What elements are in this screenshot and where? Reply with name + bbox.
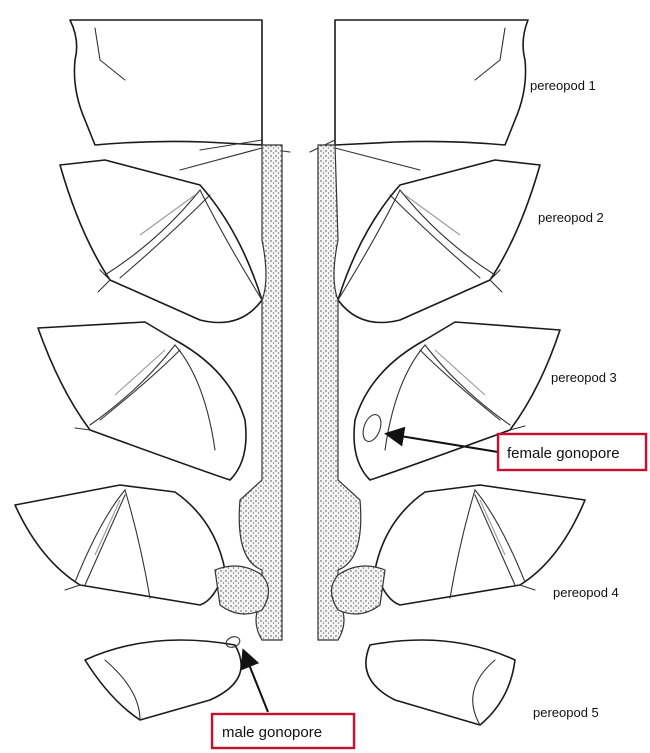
female-gonopore-arrow xyxy=(388,434,498,452)
male-gonopore-arrow xyxy=(244,652,268,712)
right-side-appendages xyxy=(310,20,585,725)
left-coxa-5 xyxy=(85,640,241,720)
label-pereopod-1: pereopod 1 xyxy=(530,78,596,93)
right-penial-lobe xyxy=(332,566,386,614)
left-penial-lobe xyxy=(215,566,269,614)
left-coxa-4 xyxy=(15,485,225,605)
label-pereopod-5: pereopod 5 xyxy=(533,705,599,720)
label-pereopod-2: pereopod 2 xyxy=(538,210,604,225)
label-pereopod-3: pereopod 3 xyxy=(551,370,617,385)
female-gonopore-label: female gonopore xyxy=(507,445,620,462)
label-pereopod-4: pereopod 4 xyxy=(553,585,619,600)
right-coxa-1 xyxy=(335,20,528,145)
female-gonopore-opening xyxy=(360,412,385,444)
left-side-appendages xyxy=(15,20,290,720)
male-gonopore-label: male gonopore xyxy=(222,724,322,741)
left-sternite xyxy=(239,145,282,640)
right-sternite xyxy=(318,145,361,640)
male-gonopore-opening xyxy=(225,635,242,649)
left-coxa-3 xyxy=(38,322,246,480)
right-coxa-5 xyxy=(366,640,515,725)
left-coxa-1 xyxy=(70,20,262,145)
